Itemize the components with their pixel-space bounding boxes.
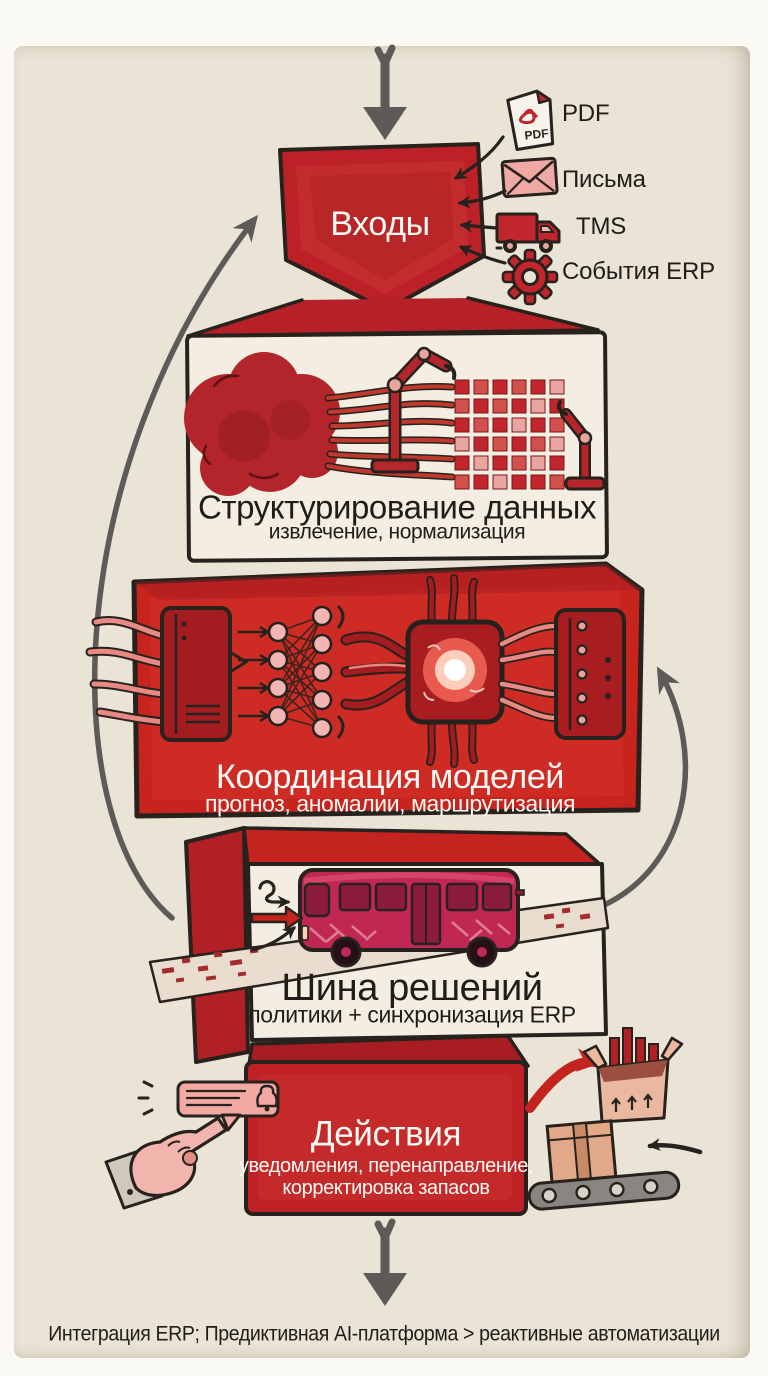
source-label-erp: События ERP <box>562 258 715 285</box>
top-flow-arrow <box>363 44 407 140</box>
pdf-badge-text: PDF <box>524 126 549 142</box>
ingest-device <box>160 606 249 742</box>
decision-bus-title: Шина решений <box>281 967 543 1009</box>
inputs-banner <box>278 142 486 312</box>
fusion-junction-box <box>405 574 505 768</box>
robot-arm-left <box>370 346 457 474</box>
source-label-mail: Письма <box>562 166 646 193</box>
junction-wires-right <box>498 622 560 722</box>
bus-illustration <box>298 868 525 968</box>
coordination-subtitle: прогноз, аномалии, маршрутизация <box>204 790 576 817</box>
source-label-pdf: PDF <box>562 100 610 127</box>
notification-card <box>137 1080 280 1132</box>
banner-funnel <box>186 296 600 338</box>
robot-arm-right <box>556 400 606 491</box>
actions-box <box>104 1027 703 1216</box>
junction-wires-left <box>340 631 414 711</box>
actions-title: Действия <box>310 1114 462 1154</box>
structuring-subtitle: извлечение, нормализация <box>268 520 526 544</box>
bus-input-arrows <box>250 880 304 952</box>
structured-grid <box>454 379 565 490</box>
open-box-illustration <box>582 1027 684 1124</box>
footer-tagline: Интеграция ERP; Предиктивная AI-платформ… <box>48 1322 720 1346</box>
coordination-title: Координация моделей <box>216 758 564 796</box>
actions-subtitle-line2: корректировка запасов <box>282 1177 490 1199</box>
restock-arrow <box>647 1138 703 1155</box>
input-wires <box>85 616 169 727</box>
structuring-title: Структурирование данных <box>197 488 597 526</box>
source-label-tms: TMS <box>576 213 627 240</box>
pdf-file-icon: PDF <box>506 89 555 152</box>
decision-bus-box <box>148 826 610 1064</box>
conveyor-illustration <box>527 1119 681 1211</box>
source-arrows <box>453 135 507 265</box>
bottom-flow-arrow <box>363 1218 407 1306</box>
truck-icon <box>495 212 561 253</box>
neural-network <box>238 604 345 739</box>
gear-icon <box>501 248 559 306</box>
data-cloud <box>184 352 340 496</box>
output-connector <box>554 608 626 740</box>
structuring-box <box>184 330 609 563</box>
inputs-title: Входы <box>330 205 430 243</box>
decision-bus-subtitle: политики + синхронизация ERP <box>248 1001 576 1028</box>
bell-icon <box>256 1084 278 1112</box>
actions-subtitle-line1: уведомления, перенаправление, <box>238 1155 534 1177</box>
loopback-right-arrow <box>597 666 689 910</box>
coordination-box <box>85 561 645 819</box>
pointing-hand <box>104 1116 228 1210</box>
dispatch-arrow <box>525 1048 603 1113</box>
envelope-icon <box>500 156 559 199</box>
loopback-left-arrow <box>92 214 258 921</box>
